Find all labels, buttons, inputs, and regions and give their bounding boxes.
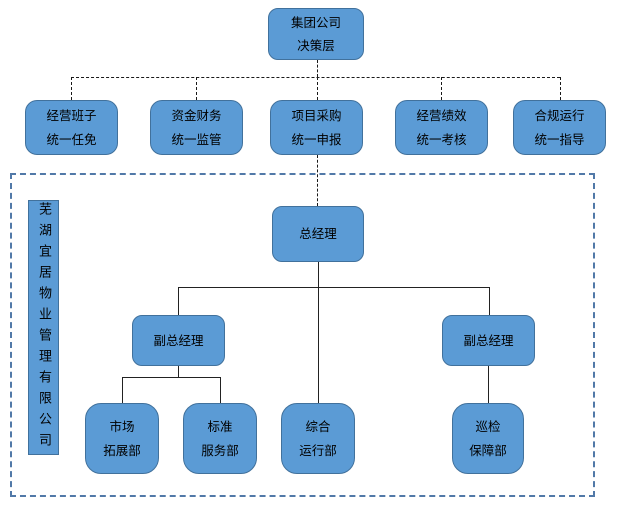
oversight-3-line2: 统一申报	[291, 131, 342, 147]
oversight-box-compliance: 合规运行 统一指导	[513, 100, 606, 155]
dgm-left-box: 副总经理	[132, 315, 225, 366]
connector-dept-drop-4	[488, 366, 489, 405]
dept-box-operations: 综合 运行部	[281, 403, 355, 474]
connector-dept-rail	[122, 377, 220, 378]
gm-box: 总经理	[272, 206, 364, 262]
dept-4-line1: 巡检	[475, 419, 501, 435]
group-decision-box: 集团公司 决策层	[268, 8, 364, 60]
connector-dgm-right-drop	[489, 287, 490, 315]
connector-dgm-rail	[178, 287, 489, 288]
connector-oversight-rail	[71, 77, 560, 78]
dept-box-market-expansion: 市场 拓展部	[85, 403, 159, 474]
oversight-box-procurement: 项目采购 统一申报	[270, 100, 363, 155]
dept-3-line2: 运行部	[299, 442, 337, 458]
oversight-5-line2: 统一指导	[534, 131, 585, 147]
connector-oversight-drop-3	[317, 77, 318, 100]
connector-dgm-left-drop	[178, 287, 179, 315]
dept-1-line2: 拓展部	[103, 442, 141, 458]
connector-oversight-drop-2	[196, 77, 197, 100]
oversight-1-line2: 统一任免	[46, 131, 97, 147]
gm-label: 总经理	[299, 226, 337, 242]
connector-to-gm	[317, 155, 318, 206]
connector-dgm-left-stem	[178, 366, 179, 377]
dept-4-line2: 保障部	[469, 442, 507, 458]
dgm-right-label: 副总经理	[463, 332, 514, 348]
subsidiary-frame	[10, 173, 595, 497]
oversight-box-performance: 经营绩效 统一考核	[395, 100, 488, 155]
dept-3-line1: 综合	[305, 419, 331, 435]
connector-oversight-drop-1	[71, 77, 72, 100]
group-decision-line1: 集团公司	[290, 14, 341, 30]
dgm-right-box: 副总经理	[442, 315, 535, 366]
dept-1-line1: 市场	[109, 419, 135, 435]
dept-2-line2: 服务部	[201, 442, 239, 458]
company-name-box: 芜湖宜居物业管理有限公司	[28, 200, 59, 455]
dept-2-line1: 标准	[207, 419, 233, 435]
oversight-5-line1: 合规运行	[534, 108, 585, 124]
connector-dept-drop-2	[220, 377, 221, 403]
connector-top-drop	[317, 60, 318, 77]
oversight-1-line1: 经营班子	[46, 108, 97, 124]
oversight-2-line1: 资金财务	[171, 108, 222, 124]
oversight-3-line1: 项目采购	[291, 108, 342, 124]
oversight-box-appointment: 经营班子 统一任免	[25, 100, 118, 155]
group-decision-line2: 决策层	[297, 38, 335, 53]
dept-box-standard-service: 标准 服务部	[183, 403, 257, 474]
oversight-4-line2: 统一考核	[416, 131, 467, 147]
connector-dept-drop-1	[122, 377, 123, 403]
dept-box-inspection-support: 巡检 保障部	[452, 403, 524, 474]
connector-gm-center	[318, 262, 319, 403]
oversight-2-line2: 统一监管	[171, 131, 222, 147]
connector-oversight-drop-4	[441, 77, 442, 100]
connector-oversight-drop-5	[560, 77, 561, 100]
dgm-left-label: 副总经理	[153, 332, 204, 348]
oversight-4-line1: 经营绩效	[416, 108, 467, 124]
oversight-box-finance: 资金财务 统一监管	[150, 100, 243, 155]
company-name-label: 芜湖宜居物业管理有限公司	[36, 201, 51, 454]
